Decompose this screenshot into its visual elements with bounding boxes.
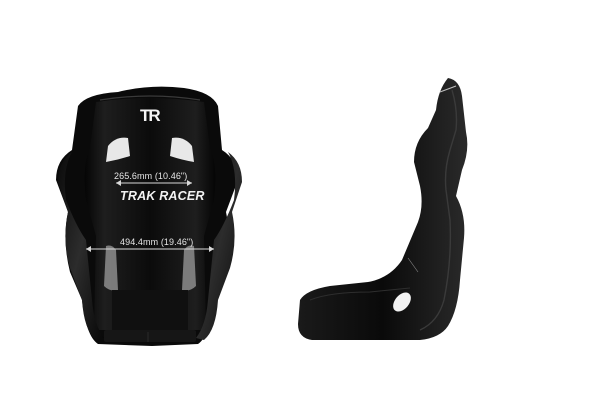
seat-side-view — [298, 78, 468, 340]
brand-wordmark: TRAK RACER — [120, 189, 205, 203]
seat-base — [112, 290, 188, 336]
left-bolster — [58, 152, 104, 340]
upper-width-label: 265.6mm (10.46") — [114, 171, 188, 181]
right-thigh-opening — [182, 245, 196, 291]
lower-width-label: 494.4mm (19.46") — [120, 237, 194, 247]
side-slot — [393, 292, 411, 312]
brand-logo: TR — [140, 106, 161, 125]
lower-width-dimension — [86, 246, 214, 252]
upper-width-dimension — [116, 180, 192, 186]
right-harness-slot — [170, 137, 194, 162]
seat-front-lip — [104, 330, 196, 342]
right-bolster — [196, 152, 242, 340]
side-profile-shell — [298, 78, 468, 340]
left-thigh-opening — [104, 245, 118, 291]
left-harness-slot — [106, 137, 130, 162]
